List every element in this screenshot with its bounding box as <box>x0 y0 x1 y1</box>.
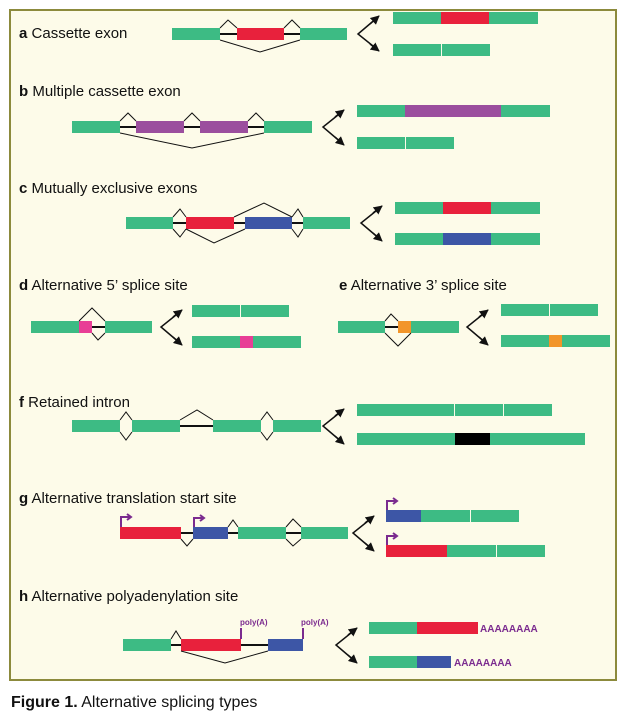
panel-h-mrna-long: AAAAAAAA <box>369 622 538 635</box>
panel-d-title: d Alternative 5’ splice site <box>19 277 188 294</box>
caption-text: Alternative splicing types <box>81 694 258 711</box>
panel-b-mrna-inclusion <box>357 105 550 117</box>
panel-d-arrows <box>159 309 183 346</box>
panel-b-mrna-skipping <box>357 137 454 149</box>
panel-a: a Cassette exon <box>19 12 538 56</box>
panel-c-mrna-blue <box>395 233 540 245</box>
panel-c-arrows <box>359 205 383 242</box>
panel-a-mrna-inclusion <box>393 12 538 24</box>
panel-f-title: f Retained intron <box>19 394 130 411</box>
panel-f-arrows <box>321 408 345 445</box>
panel-h-arrows <box>334 627 358 664</box>
polya-tail: AAAAAAAA <box>454 658 512 669</box>
polya-tail: AAAAAAAA <box>480 624 538 635</box>
panel-a-title: a Cassette exon <box>19 25 127 42</box>
panel-d: d Alternative 5’ splice site <box>19 277 301 348</box>
panel-e-mrna-short <box>501 304 598 316</box>
panel-g: g Alternative translation start site <box>19 490 545 557</box>
panel-g-mrna-red-start <box>386 532 545 557</box>
panel-b-title: b Multiple cassette exon <box>19 83 181 100</box>
panel-g-mrna-blue-start <box>386 497 519 522</box>
panel-f-mrna-retained <box>357 433 585 445</box>
cassette-exon <box>237 28 284 40</box>
panel-d-pre-mrna <box>31 307 152 341</box>
panel-c-mrna-red <box>395 202 540 214</box>
panel-e-pre-mrna <box>338 313 459 347</box>
panel-g-pre-mrna <box>120 513 348 547</box>
panel-b: b Multiple cassette exon <box>19 83 550 149</box>
start-site-arrow <box>386 532 399 545</box>
panel-f: f Retained intron <box>19 394 585 445</box>
start-site-arrow <box>386 497 399 510</box>
polya-label: poly(A) <box>301 618 329 627</box>
polya-site-marker <box>240 628 304 639</box>
caption-prefix: Figure 1. <box>11 694 78 711</box>
panel-a-mrna-skipping <box>393 44 490 56</box>
panel-c-pre-mrna <box>126 202 350 244</box>
panel-f-pre-mrna <box>72 409 321 441</box>
panel-e-title: e Alternative 3’ splice site <box>339 277 507 294</box>
panel-g-arrows <box>351 515 375 552</box>
splicing-diagram: a Cassette exon b Multiple cassette exon <box>19 12 610 669</box>
constitutive-exon <box>172 28 220 40</box>
panel-e: e Alternative 3’ splice site <box>338 277 610 347</box>
start-site-arrow <box>120 513 206 527</box>
panel-d-mrna-long <box>192 336 301 348</box>
panel-h-mrna-short: AAAAAAAA <box>369 656 512 669</box>
panel-h-title: h Alternative polyadenylation site <box>19 588 238 605</box>
polya-label: poly(A) <box>240 618 268 627</box>
panel-b-pre-mrna <box>72 112 312 149</box>
retained-intron <box>455 433 490 445</box>
panel-f-mrna-spliced <box>357 404 552 416</box>
panel-a-arrows <box>356 15 380 52</box>
panel-g-title: g Alternative translation start site <box>19 490 237 507</box>
constitutive-exon <box>300 28 347 40</box>
panel-c: c Mutually exclusive exons <box>19 180 540 245</box>
panel-d-mrna-short <box>192 305 289 317</box>
figure-caption: Figure 1. Alternative splicing types <box>11 694 257 712</box>
panel-b-arrows <box>321 109 345 146</box>
panel-a-pre-mrna <box>172 19 347 53</box>
panel-e-arrows <box>465 309 489 346</box>
panel-c-title: c Mutually exclusive exons <box>19 180 197 197</box>
panel-e-mrna-long <box>501 335 610 347</box>
panel-h: h Alternative polyadenylation site poly(… <box>19 588 538 669</box>
panel-h-pre-mrna: poly(A) poly(A) <box>123 618 329 664</box>
